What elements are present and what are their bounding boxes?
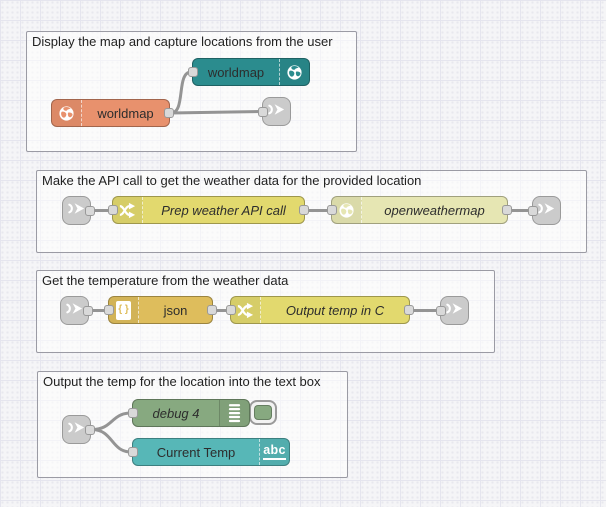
link-out-icon <box>536 198 557 224</box>
globe-icon <box>332 197 362 223</box>
input-port[interactable] <box>258 106 268 117</box>
output-port[interactable] <box>85 205 95 216</box>
node-label: openweathermap <box>384 202 485 218</box>
node-link-out[interactable] <box>436 296 469 325</box>
node-json[interactable]: { } json <box>104 296 217 324</box>
node-label: Current Temp <box>156 444 236 460</box>
output-port[interactable] <box>404 305 414 315</box>
node-worldmap-display[interactable]: worldmap <box>188 58 310 86</box>
node-link-out[interactable] <box>258 97 291 126</box>
node-label: Prep weather API call <box>161 202 286 218</box>
node-openweathermap[interactable]: openweathermap <box>327 196 512 224</box>
group-title: Display the map and capture locations fr… <box>32 34 333 49</box>
input-port[interactable] <box>188 67 198 77</box>
globe-icon <box>52 100 82 126</box>
input-port[interactable] <box>128 408 138 418</box>
input-port[interactable] <box>327 205 337 215</box>
debug-toggle-fill <box>254 405 272 420</box>
node-worldmap-in[interactable]: worldmap <box>51 99 174 127</box>
link-in-icon <box>66 198 87 224</box>
group-title: Make the API call to get the weather dat… <box>42 173 422 188</box>
link-out-icon <box>266 99 287 125</box>
link-in-icon <box>66 417 87 443</box>
shuffle-icon <box>113 197 143 223</box>
input-port[interactable] <box>104 305 114 315</box>
node-output-temp-in-c[interactable]: Output temp in C <box>226 296 414 324</box>
node-label: json <box>163 302 188 318</box>
output-port[interactable] <box>85 424 95 435</box>
link-in-icon <box>64 298 85 324</box>
debug-list-icon <box>219 400 249 426</box>
node-prep-weather-api-call[interactable]: Prep weather API call <box>108 196 309 224</box>
node-link-in[interactable] <box>62 415 95 444</box>
input-port[interactable] <box>436 305 446 316</box>
output-port[interactable] <box>299 205 309 215</box>
node-current-temp[interactable]: Current Temp abc <box>128 438 290 466</box>
shuffle-icon <box>231 297 261 323</box>
node-link-out[interactable] <box>528 196 561 225</box>
json-file-icon: { } <box>109 297 139 323</box>
node-debug-4[interactable]: debug 4 <box>128 399 250 427</box>
node-label: worldmap <box>207 64 265 80</box>
group-title: Output the temp for the location into th… <box>43 374 321 389</box>
node-label: Output temp in C <box>285 302 385 318</box>
node-link-in[interactable] <box>60 296 93 325</box>
link-out-icon <box>444 298 465 324</box>
group-display-map[interactable]: Display the map and capture locations fr… <box>26 31 357 152</box>
input-port[interactable] <box>128 447 138 457</box>
node-label: worldmap <box>97 105 154 121</box>
globe-icon <box>279 59 309 85</box>
output-port[interactable] <box>502 205 512 215</box>
output-port[interactable] <box>164 108 174 118</box>
input-port[interactable] <box>226 305 236 315</box>
node-label: debug 4 <box>152 405 200 421</box>
debug-enable-toggle[interactable] <box>249 400 277 425</box>
group-title: Get the temperature from the weather dat… <box>42 273 289 288</box>
input-port[interactable] <box>528 205 538 216</box>
abc-icon: abc <box>259 439 289 465</box>
input-port[interactable] <box>108 205 118 215</box>
node-link-in[interactable] <box>62 196 95 225</box>
output-port[interactable] <box>83 305 93 316</box>
output-port[interactable] <box>207 305 217 315</box>
